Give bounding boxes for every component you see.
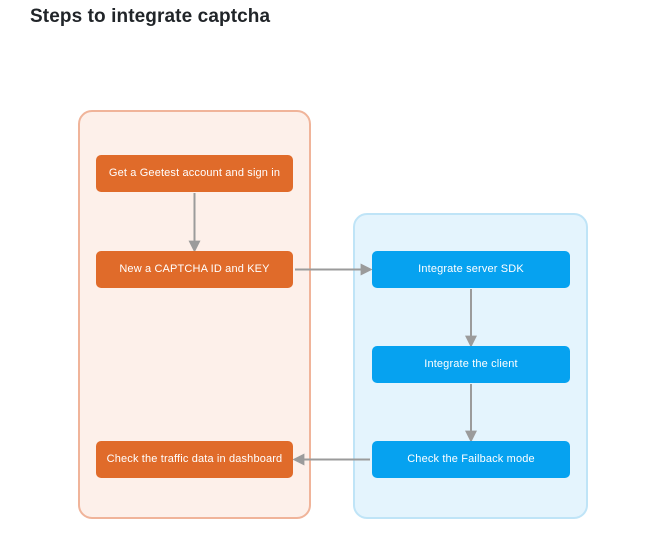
node-check-failback[interactable]: Check the Failback mode: [372, 441, 570, 478]
node-check-traffic[interactable]: Check the traffic data in dashboard: [96, 441, 293, 478]
page-title: Steps to integrate captcha: [30, 6, 271, 27]
node-get-account[interactable]: Get a Geetest account and sign in: [96, 155, 293, 192]
node-integrate-client[interactable]: Integrate the client: [372, 346, 570, 383]
node-new-captcha-id[interactable]: New a CAPTCHA ID and KEY: [96, 251, 293, 288]
node-integrate-server-sdk[interactable]: Integrate server SDK: [372, 251, 570, 288]
